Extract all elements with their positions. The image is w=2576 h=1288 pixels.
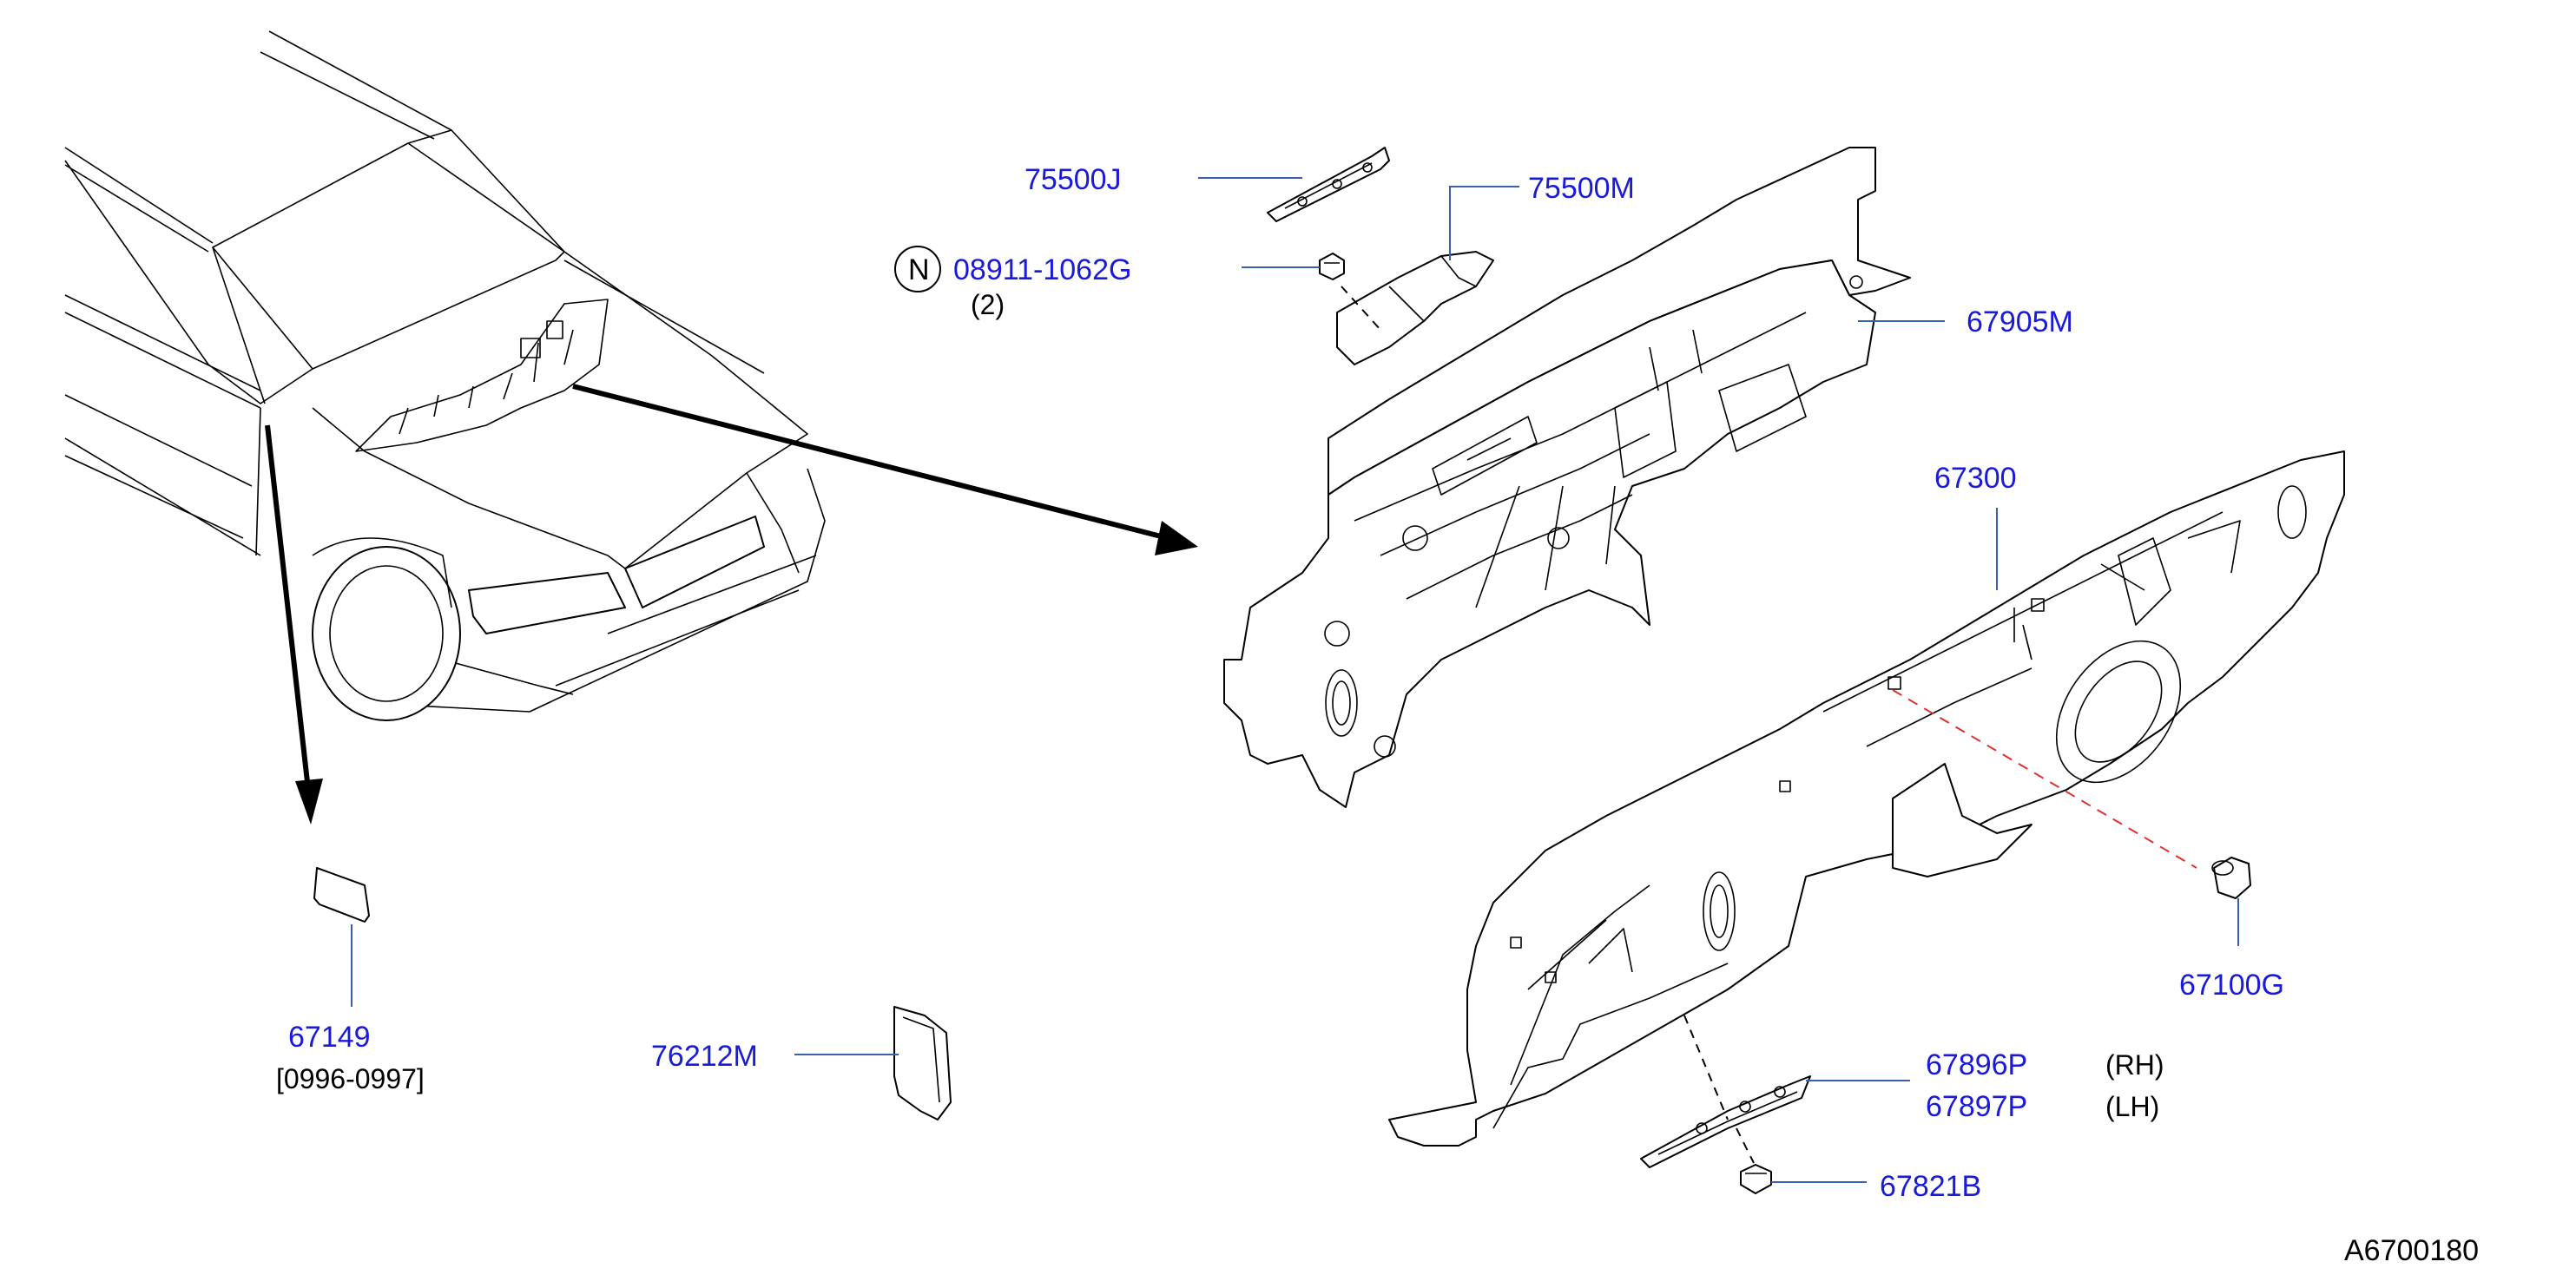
n-symbol-label: N — [908, 253, 930, 286]
label-67897p[interactable]: 67897P — [1926, 1090, 2027, 1123]
lh-note: (LH) — [2105, 1091, 2159, 1122]
part-08911-drawing — [1319, 253, 1345, 280]
label-67896p[interactable]: 67896P — [1926, 1048, 2027, 1081]
leader-75500m — [1449, 186, 1519, 260]
label-67100g[interactable]: 67100G — [2179, 969, 2284, 1002]
n-symbol-circle — [894, 246, 941, 292]
centerline-67100g — [1892, 689, 2197, 869]
callout-arrows — [265, 384, 1198, 825]
part-75500j-drawing — [1267, 147, 1390, 222]
dash-67896p — [1683, 1015, 1729, 1120]
date-range-67149: [0996-0997] — [276, 1063, 425, 1094]
vehicle-illustration — [64, 30, 826, 721]
part-67300-drawing — [1388, 450, 2345, 1147]
label-67300[interactable]: 67300 — [1934, 462, 2017, 495]
label-76212m[interactable]: 76212M — [651, 1040, 758, 1073]
label-75500j[interactable]: 75500J — [1024, 163, 1122, 196]
part-67100g-drawing — [2211, 857, 2251, 899]
dash-08911 — [1341, 286, 1381, 331]
part-67149-drawing — [313, 867, 370, 923]
label-08911[interactable]: 08911-1062G — [953, 253, 1131, 286]
rh-note: (RH) — [2105, 1049, 2164, 1081]
label-75500m[interactable]: 75500M — [1528, 172, 1635, 205]
part-67821b-drawing — [1740, 1164, 1772, 1194]
label-67149[interactable]: 67149 — [288, 1021, 371, 1054]
diagram-reference: A6700180 — [2344, 1234, 2479, 1267]
dash-67821b — [1736, 1127, 1755, 1164]
part-75500m-drawing — [1336, 251, 1494, 365]
part-67905m-drawing — [1223, 147, 1911, 808]
qty-08911: (2) — [971, 289, 1005, 320]
label-67821b[interactable]: 67821B — [1880, 1170, 1981, 1203]
label-67905m[interactable]: 67905M — [1967, 306, 2073, 338]
part-67896p-drawing — [1640, 1075, 1811, 1168]
part-76212m-drawing — [893, 1006, 952, 1120]
